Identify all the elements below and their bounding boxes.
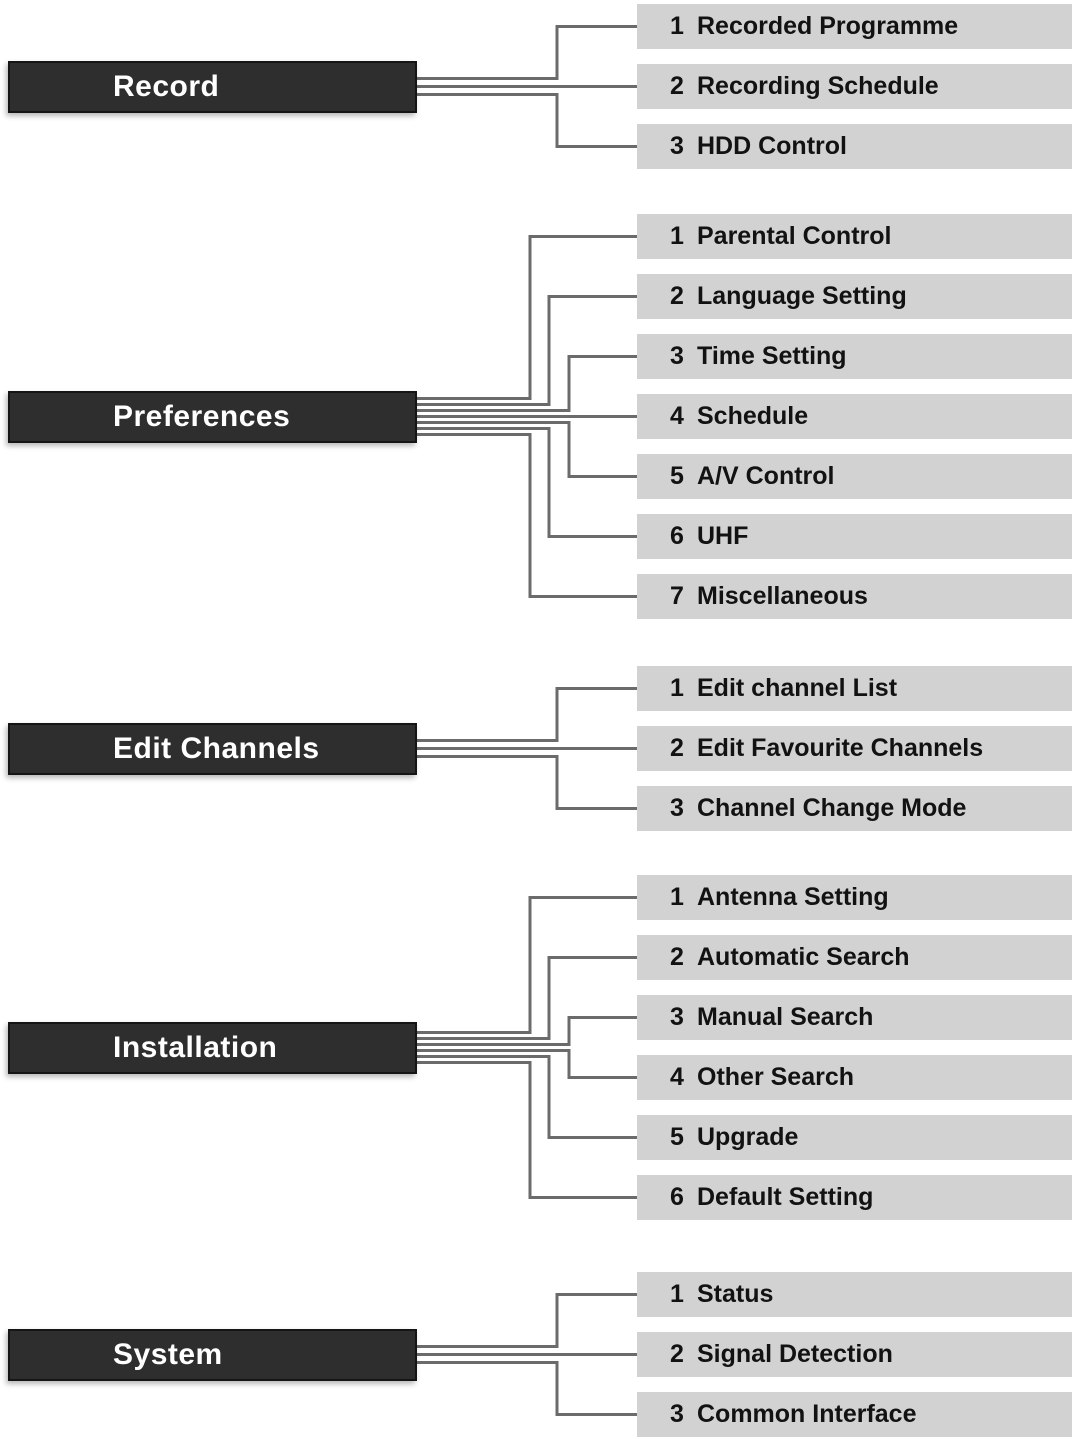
menu-item-number: 1 (670, 883, 684, 911)
menu-item-label: Common Interface (697, 1400, 917, 1428)
connector-preferences-item-5 (417, 421, 637, 478)
menu-item-installation-default-setting: 6 Default Setting (637, 1175, 1072, 1220)
menu-item-label: HDD Control (697, 132, 847, 160)
menu-item-installation-antenna-setting: 1 Antenna Setting (637, 875, 1072, 920)
connector-edit-channels-item-3 (417, 755, 637, 810)
menu-item-number: 2 (670, 734, 684, 762)
category-box-record: Record (8, 60, 417, 113)
category-box-edit-channels: Edit Channels (8, 722, 417, 775)
menu-item-label: Default Setting (697, 1183, 874, 1211)
category-label: Edit Channels (113, 731, 320, 765)
menu-item-number: 3 (670, 342, 684, 370)
connector-preferences-item-3 (417, 355, 637, 412)
menu-item-label: Miscellaneous (697, 582, 868, 610)
connector-record-item-3 (417, 93, 637, 148)
menu-item-number: 3 (670, 794, 684, 822)
menu-item-preferences-time-setting: 3 Time Setting (637, 334, 1072, 379)
menu-item-system-common-interface: 3 Common Interface (637, 1392, 1072, 1437)
menu-item-number: 3 (670, 132, 684, 160)
menu-item-number: 2 (670, 72, 684, 100)
menu-item-preferences-uhf: 6 UHF (637, 514, 1072, 559)
menu-item-label: Edit Favourite Channels (697, 734, 984, 762)
menu-item-system-status: 1 Status (637, 1272, 1072, 1317)
menu-item-edit-channels-channel-change-mode: 3 Channel Change Mode (637, 786, 1072, 831)
menu-item-label: Upgrade (697, 1123, 799, 1151)
menu-item-record-recorded-programme: 1 Recorded Programme (637, 4, 1072, 49)
menu-item-number: 1 (670, 222, 684, 250)
menu-item-number: 6 (670, 1183, 684, 1211)
menu-item-record-hdd-control: 3 HDD Control (637, 124, 1072, 169)
menu-item-number: 1 (670, 674, 684, 702)
category-box-installation: Installation (8, 1021, 417, 1074)
connector-installation-item-1 (417, 896, 637, 1034)
connector-record-item-1 (417, 25, 637, 80)
connector-preferences-item-2 (417, 295, 637, 406)
menu-item-label: A/V Control (697, 462, 835, 490)
menu-item-preferences-schedule: 4 Schedule (637, 394, 1072, 439)
menu-item-edit-channels-edit-channel-list: 1 Edit channel List (637, 666, 1072, 711)
menu-item-number: 3 (670, 1003, 684, 1031)
menu-item-preferences-miscellaneous: 7 Miscellaneous (637, 574, 1072, 619)
category-box-preferences: Preferences (8, 390, 417, 443)
connector-installation-item-3 (417, 1016, 637, 1046)
menu-item-label: Time Setting (697, 342, 847, 370)
menu-item-label: Antenna Setting (697, 883, 889, 911)
menu-item-label: Recording Schedule (697, 72, 939, 100)
menu-item-preferences-parental-control: 1 Parental Control (637, 214, 1072, 259)
menu-item-label: Recorded Programme (697, 12, 959, 40)
menu-item-number: 2 (670, 943, 684, 971)
menu-item-preferences-language-setting: 2 Language Setting (637, 274, 1072, 319)
category-label: Record (113, 69, 220, 103)
menu-item-label: Schedule (697, 402, 809, 430)
menu-item-number: 2 (670, 282, 684, 310)
menu-item-installation-automatic-search: 2 Automatic Search (637, 935, 1072, 980)
connector-system-item-3 (417, 1361, 637, 1416)
menu-item-number: 6 (670, 522, 684, 550)
menu-item-number: 4 (670, 1063, 684, 1091)
menu-item-label: Edit channel List (697, 674, 898, 702)
menu-item-installation-upgrade: 5 Upgrade (637, 1115, 1072, 1160)
menu-item-label: Signal Detection (697, 1340, 893, 1368)
menu-item-preferences-a-v-control: 5 A/V Control (637, 454, 1072, 499)
category-label: Preferences (113, 399, 291, 433)
menu-item-label: Status (697, 1280, 774, 1308)
connector-installation-item-4 (417, 1049, 637, 1079)
menu-item-number: 1 (670, 1280, 684, 1308)
menu-item-number: 7 (670, 582, 684, 610)
menu-item-number: 2 (670, 1340, 684, 1368)
menu-item-label: Other Search (697, 1063, 855, 1091)
connector-preferences-item-7 (417, 433, 637, 598)
menu-item-system-signal-detection: 2 Signal Detection (637, 1332, 1072, 1377)
menu-item-label: UHF (697, 522, 749, 550)
connector-preferences-item-6 (417, 427, 637, 538)
category-box-system: System (8, 1328, 417, 1381)
category-label: Installation (113, 1030, 278, 1064)
menu-item-label: Channel Change Mode (697, 794, 967, 822)
connector-preferences-item-1 (417, 235, 637, 400)
menu-item-installation-manual-search: 3 Manual Search (637, 995, 1072, 1040)
connector-installation-item-5 (417, 1055, 637, 1139)
menu-item-edit-channels-edit-favourite-channels: 2 Edit Favourite Channels (637, 726, 1072, 771)
menu-item-number: 5 (670, 462, 684, 490)
menu-item-label: Parental Control (697, 222, 892, 250)
menu-item-number: 1 (670, 12, 684, 40)
menu-item-number: 4 (670, 402, 684, 430)
menu-item-label: Manual Search (697, 1003, 874, 1031)
connector-system-item-1 (417, 1293, 637, 1348)
menu-item-label: Automatic Search (697, 943, 910, 971)
connector-installation-item-6 (417, 1061, 637, 1199)
menu-item-record-recording-schedule: 2 Recording Schedule (637, 64, 1072, 109)
menu-item-installation-other-search: 4 Other Search (637, 1055, 1072, 1100)
menu-item-label: Language Setting (697, 282, 907, 310)
menu-item-number: 5 (670, 1123, 684, 1151)
connector-edit-channels-item-1 (417, 687, 637, 742)
connector-installation-item-2 (417, 956, 637, 1040)
menu-item-number: 3 (670, 1400, 684, 1428)
category-label: System (113, 1337, 223, 1371)
